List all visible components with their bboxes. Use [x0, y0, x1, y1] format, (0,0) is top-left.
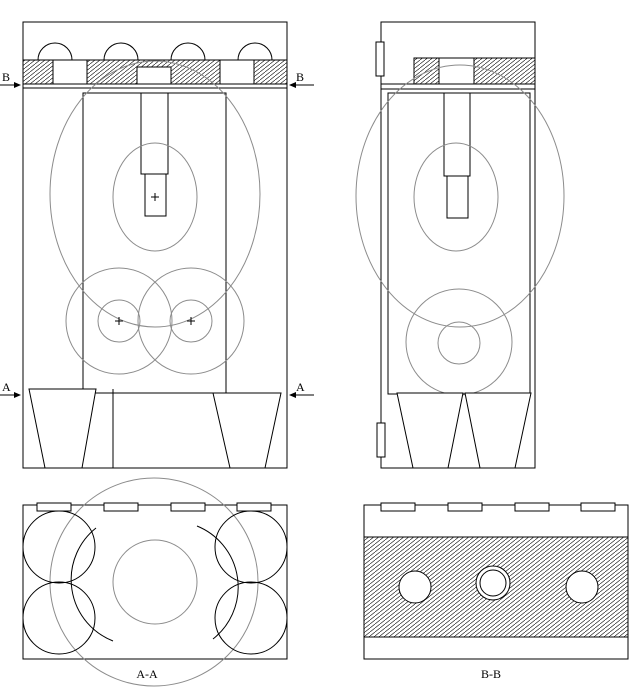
mid-ellipse	[112, 142, 198, 252]
center-mark-left	[115, 317, 123, 325]
aa-corner-circle-br	[214, 581, 288, 655]
section-bb-holes	[398, 565, 599, 604]
big-ellipse	[49, 60, 261, 328]
front-top-plate	[22, 59, 288, 89]
front-burner-domes	[37, 42, 273, 61]
section-a-left-arrow	[14, 392, 21, 398]
front-construction-circles	[49, 60, 261, 375]
aa-corner-circle-tr	[214, 510, 288, 584]
section-b-left-arrow	[14, 82, 21, 88]
section-bb-caption: B-B	[481, 667, 501, 681]
section-bb-slots	[380, 502, 616, 512]
plate-gap-3	[219, 59, 255, 85]
bb-slot-2	[447, 502, 483, 512]
front-view: B B A A	[0, 21, 314, 469]
side-circle-small	[437, 321, 481, 365]
section-aa-outline	[22, 504, 288, 660]
side-inner-chamber	[387, 92, 531, 395]
section-a-right-label: A	[296, 380, 305, 394]
side-view	[355, 21, 565, 469]
burner-dome-1	[37, 42, 73, 61]
circle-right-small	[169, 299, 213, 343]
side-foot-left	[396, 392, 464, 469]
side-hinge-bottom	[376, 422, 386, 458]
side-inner-tube-lower	[446, 175, 469, 219]
side-big-ellipse	[355, 64, 565, 328]
aa-center-circle	[112, 539, 198, 625]
bb-slot-1	[380, 502, 416, 512]
bb-hole-center-inner	[479, 569, 507, 597]
side-inner-tube-upper	[443, 92, 471, 177]
bb-slot-3	[514, 502, 550, 512]
aa-corner-circle-bl	[22, 581, 96, 655]
aa-big-circle	[49, 477, 259, 687]
side-view-outline	[380, 21, 536, 469]
burner-dome-3	[170, 42, 206, 61]
section-aa-caption: A-A	[136, 667, 158, 681]
section-aa: A-A	[22, 477, 288, 687]
section-b-markers: B B	[0, 70, 314, 88]
bb-slot-4	[580, 502, 616, 512]
circle-left-small	[97, 299, 141, 343]
front-inner-tube-upper	[140, 92, 169, 175]
front-foot-left	[28, 388, 97, 469]
side-plate-gap	[438, 57, 475, 85]
side-top-plate	[381, 57, 536, 90]
side-hinge-top	[375, 41, 385, 77]
aa-arc-left	[70, 527, 114, 642]
section-b-right-label: B	[296, 70, 304, 84]
front-inner-tube-lower	[144, 173, 167, 217]
section-a-markers: A A	[0, 380, 314, 398]
center-mark-right	[187, 317, 195, 325]
side-mid-ellipse	[413, 142, 499, 252]
front-view-outline	[22, 21, 288, 469]
bb-hole-left	[398, 570, 432, 604]
aa-slot-2	[103, 502, 139, 512]
aa-corner-circle-tl	[22, 510, 96, 584]
aa-arc-right	[196, 525, 239, 640]
aa-slot-4	[236, 502, 272, 512]
burner-dome-4	[237, 42, 273, 61]
plate-gap-2	[136, 66, 172, 85]
section-b-right-arrow	[289, 82, 296, 88]
section-bb: B-B	[363, 502, 629, 681]
side-construction-circles	[355, 64, 565, 396]
bb-hole-right	[565, 570, 599, 604]
burner-dome-2	[103, 42, 139, 61]
side-foot-right	[464, 392, 532, 469]
section-b-left-label: B	[2, 70, 10, 84]
side-circle-large	[405, 288, 513, 396]
aa-slot-1	[36, 502, 72, 512]
front-center-marks	[115, 193, 195, 325]
circle-left-large	[65, 267, 173, 375]
section-aa-circles	[22, 477, 288, 687]
front-foot-right	[212, 392, 282, 469]
circle-right-large	[137, 267, 245, 375]
aa-slot-3	[170, 502, 206, 512]
plate-gap-1	[52, 59, 88, 85]
section-a-right-arrow	[289, 392, 296, 398]
section-a-left-label: A	[2, 380, 11, 394]
section-aa-slots	[36, 502, 272, 512]
center-mark-top	[151, 193, 159, 201]
front-inner-chamber	[82, 92, 227, 394]
